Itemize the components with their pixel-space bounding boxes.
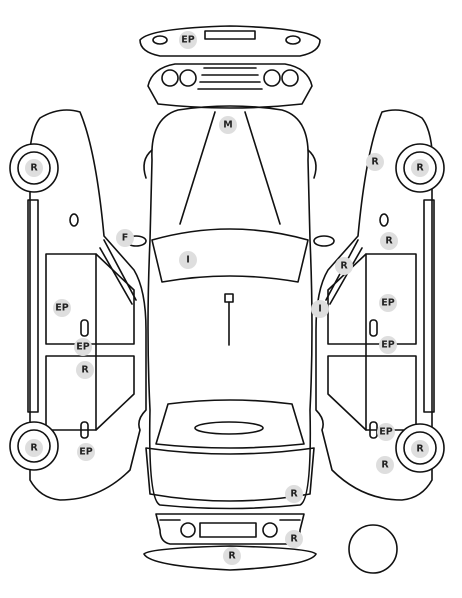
badge-right-mirror-r: R <box>335 257 353 275</box>
front-view <box>155 513 305 545</box>
svg-text:R: R <box>416 444 424 455</box>
svg-text:EP: EP <box>381 340 394 351</box>
badge-left-rear-door-ep: EP <box>53 299 71 317</box>
svg-text:R: R <box>228 551 236 562</box>
rear-view <box>147 63 313 109</box>
svg-text:R: R <box>290 489 298 500</box>
badge-left-door-edge-ep: EP <box>74 338 92 356</box>
svg-text:EP: EP <box>55 303 68 314</box>
svg-text:R: R <box>371 157 379 168</box>
badge-right-rear-wheel-r: R <box>411 159 429 177</box>
badge-rear-bumper-ep: EP <box>179 31 197 49</box>
badge-left-rear-wheel-r: R <box>25 159 43 177</box>
badge-left-front-wheel-r: R <box>25 439 43 457</box>
badge-right-upper-r: R <box>380 232 398 250</box>
svg-text:R: R <box>416 163 424 174</box>
badge-right-rear-door-ep: EP <box>379 294 397 312</box>
badge-front-lower-r: R <box>223 547 241 565</box>
badge-right-fender-r: R <box>376 456 394 474</box>
badge-front-bumper-r: R <box>285 530 303 548</box>
rear-bumper <box>139 25 321 57</box>
svg-text:R: R <box>381 460 389 471</box>
svg-text:EP: EP <box>381 298 394 309</box>
svg-text:R: R <box>30 443 38 454</box>
badge-right-front-door-ep: EP <box>377 423 395 441</box>
badge-left-front-door-ep: EP <box>77 443 95 461</box>
svg-text:R: R <box>340 261 348 272</box>
front-bumper <box>143 545 317 571</box>
badge-right-door-edge-ep: EP <box>379 336 397 354</box>
svg-text:M: M <box>223 120 232 131</box>
svg-text:EP: EP <box>181 35 194 46</box>
badge-left-fuel-f: F <box>116 229 134 247</box>
svg-text:EP: EP <box>379 427 392 438</box>
badge-left-front-door-r: R <box>76 361 94 379</box>
svg-text:R: R <box>81 365 89 376</box>
badge-right-front-wheel-r: R <box>411 440 429 458</box>
svg-text:R: R <box>385 236 393 247</box>
spare-wheel <box>348 524 398 574</box>
svg-text:R: R <box>30 163 38 174</box>
car-body-top <box>125 105 335 510</box>
badge-front-hood-r: R <box>285 485 303 503</box>
badge-windshield-i: I <box>179 251 197 269</box>
left-side-profile <box>9 109 147 501</box>
svg-text:EP: EP <box>79 447 92 458</box>
svg-text:F: F <box>122 233 129 244</box>
badge-right-quarter-r: R <box>366 153 384 171</box>
badge-hood-m: M <box>219 116 237 134</box>
svg-text:R: R <box>290 534 298 545</box>
svg-text:I: I <box>318 304 322 315</box>
svg-text:EP: EP <box>76 342 89 353</box>
svg-text:I: I <box>186 255 190 266</box>
badge-right-pillar-i: I <box>311 300 329 318</box>
